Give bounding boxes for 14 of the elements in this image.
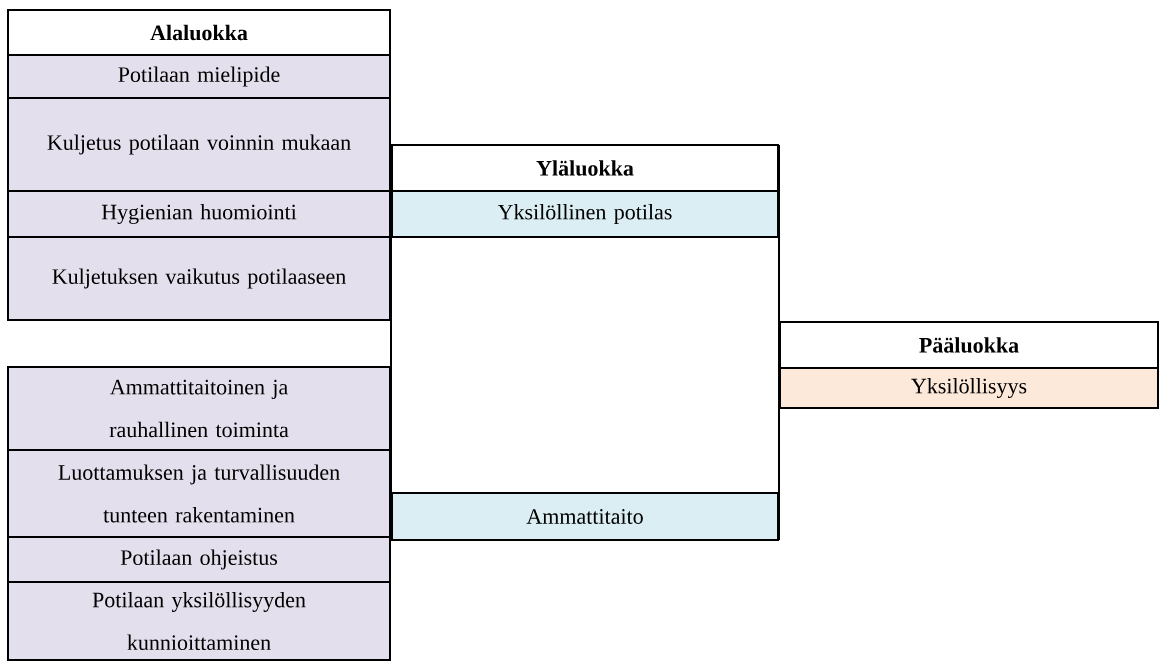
category-cell: Potilaan yksilöllisyyden kunnioittaminen <box>7 581 391 661</box>
category-cell: Hygienian huomiointi <box>7 190 391 238</box>
category-cell: Potilaan mielipide <box>7 54 391 99</box>
header-cell: Yläluokka <box>391 144 779 192</box>
category-cell: Yksilöllinen potilas <box>391 190 779 238</box>
header-cell: Pääluokka <box>779 321 1159 369</box>
category-cell: Kuljetuksen vaikutus potilaaseen <box>7 236 391 321</box>
node-label: Potilaan yksilöllisyyden kunnioittaminen <box>92 591 306 651</box>
category-cell: Potilaan ohjeistus <box>7 536 391 583</box>
category-cell: Yksilöllisyys <box>779 367 1159 409</box>
category-cell: Luottamuksen ja turvallisuuden tunteen rakentaminen <box>7 449 391 538</box>
category-cell: Ammattitaitoinen ja rauhallinen toiminta <box>7 366 391 451</box>
category-cell: Ammattitaito <box>391 492 779 541</box>
header-cell: Alaluokka <box>7 9 391 56</box>
